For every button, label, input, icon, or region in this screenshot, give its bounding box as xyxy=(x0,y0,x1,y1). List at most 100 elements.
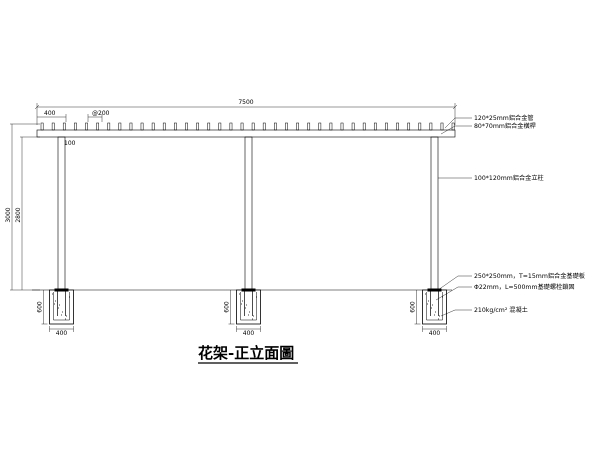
purlin xyxy=(373,122,377,131)
concrete-aggregate xyxy=(66,315,67,317)
purlin xyxy=(285,122,288,131)
purlin-spacing-label: @200 xyxy=(92,110,110,117)
footing-left: 400 600 xyxy=(37,288,74,337)
footing-right: 400 600 xyxy=(410,288,447,337)
purlin xyxy=(85,122,88,131)
purlin xyxy=(185,122,188,131)
base-plate xyxy=(54,288,69,292)
column-left xyxy=(57,136,66,291)
purlin xyxy=(162,122,166,131)
purlin xyxy=(429,122,433,131)
purlin xyxy=(307,122,311,131)
base-plate xyxy=(427,288,442,292)
purlin xyxy=(329,122,333,131)
end-overhang-label: 400 xyxy=(44,110,56,117)
concrete-aggregate xyxy=(59,304,60,306)
concrete-aggregate xyxy=(246,304,247,306)
purlin xyxy=(174,122,177,131)
columns xyxy=(57,136,439,291)
concrete-annotation: 210kg/cm² 混凝土 xyxy=(474,306,528,314)
footing-width-label: 400 xyxy=(56,330,68,337)
purlin xyxy=(296,122,299,131)
purlin xyxy=(51,122,55,131)
purlin xyxy=(240,122,244,131)
concrete-aggregate xyxy=(253,315,254,317)
total-height-label: 3000 xyxy=(5,207,12,222)
purlin xyxy=(151,122,155,131)
purlin xyxy=(340,122,344,131)
concrete-aggregate xyxy=(425,293,426,295)
concrete-aggregate xyxy=(431,307,432,309)
purlin-row xyxy=(40,122,455,131)
column-width-label: 100 xyxy=(64,140,76,147)
purlin xyxy=(362,122,366,131)
top-beam-annotation: 120*25mm鋁合金管 xyxy=(474,114,534,122)
concrete-aggregate xyxy=(435,311,436,313)
concrete-aggregate xyxy=(249,311,250,313)
purlin xyxy=(318,122,322,131)
concrete-aggregate xyxy=(58,307,59,309)
purlin xyxy=(418,122,422,131)
concrete-aggregate xyxy=(239,293,240,295)
concrete-aggregate xyxy=(241,303,242,305)
concrete-aggregate xyxy=(442,296,443,298)
concrete-aggregate xyxy=(65,318,66,320)
concrete-aggregate xyxy=(256,296,257,298)
concrete-aggregate xyxy=(62,311,63,313)
purlin xyxy=(351,122,355,131)
column-annotation: 100*120mm鋁合金立柱 xyxy=(474,174,544,182)
purlin xyxy=(40,122,44,131)
purlin xyxy=(118,122,122,131)
purlin xyxy=(107,122,111,131)
purlin xyxy=(229,122,233,131)
column-right xyxy=(430,136,439,291)
concrete-aggregate xyxy=(248,314,249,316)
overall-width-label: 7500 xyxy=(238,99,253,106)
purlin xyxy=(396,122,399,131)
concrete-aggregate xyxy=(54,303,55,305)
purlin xyxy=(129,122,133,131)
purlin xyxy=(218,122,222,131)
purlin xyxy=(274,122,277,131)
rebar-cage xyxy=(53,292,70,321)
concrete-footing xyxy=(422,289,447,325)
purlin xyxy=(74,122,77,131)
footing-depth-label: 600 xyxy=(224,301,231,313)
concrete-aggregate xyxy=(61,314,62,316)
base-plate-annotation: 250*250mm，T=15mm鋁合金基礎板 xyxy=(474,272,585,280)
purlin xyxy=(440,122,444,131)
concrete-aggregate xyxy=(432,304,433,306)
overall-width-dimension: 7500 xyxy=(34,99,458,125)
column-middle xyxy=(244,136,253,291)
concrete-aggregate xyxy=(252,318,253,320)
purlin xyxy=(207,122,211,131)
cross-beam-annotation: 80*70mm鋁合金橫桿 xyxy=(474,122,536,130)
purlin xyxy=(251,122,255,131)
purlin xyxy=(262,122,266,131)
anchor-bolt-annotation: Φ22mm，L=500mm基礎螺栓鎖固 xyxy=(474,283,575,291)
concrete-footing xyxy=(49,289,74,325)
height-dimensions: 3000 2800 100 xyxy=(5,123,76,291)
footing-depth-label: 600 xyxy=(410,301,417,313)
concrete-aggregate xyxy=(427,303,428,305)
footing-depth-label: 600 xyxy=(37,301,44,313)
concrete-footing xyxy=(236,289,261,325)
top-cross-beam xyxy=(36,129,456,138)
concrete-aggregate xyxy=(438,318,439,320)
purlin xyxy=(385,122,388,131)
rebar-cage xyxy=(426,292,443,321)
column-height-label: 2800 xyxy=(15,207,22,222)
purlin xyxy=(407,122,411,131)
footing-width-label: 400 xyxy=(429,330,441,337)
concrete-aggregate xyxy=(242,300,243,302)
purlin xyxy=(140,122,144,131)
concrete-aggregate xyxy=(55,300,56,302)
purlin xyxy=(96,122,99,131)
rebar-cage xyxy=(240,292,257,321)
concrete-aggregate xyxy=(69,296,70,298)
concrete-aggregate xyxy=(439,315,440,317)
annotation-leaders xyxy=(435,117,472,317)
